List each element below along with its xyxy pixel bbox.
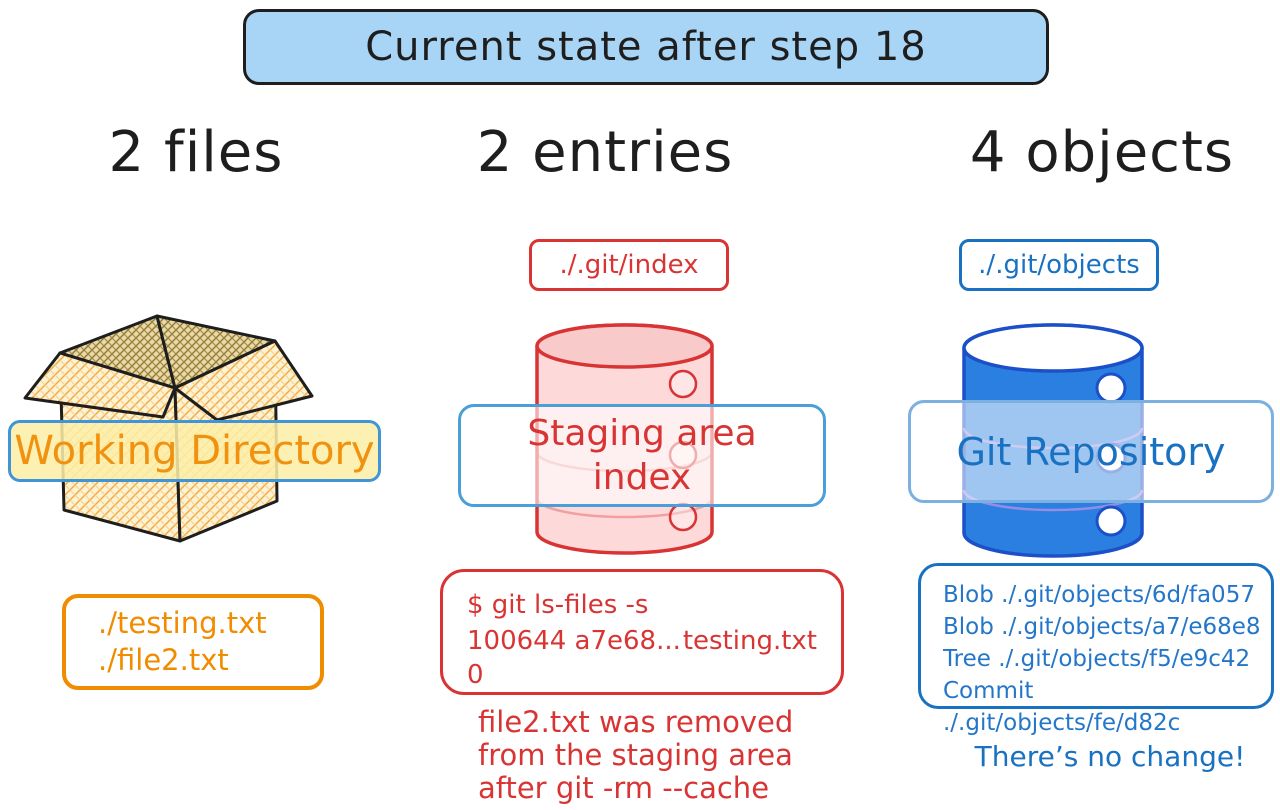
working-directory-count-heading: 2 files: [108, 119, 284, 185]
note-line: after git -rm --cache: [478, 771, 770, 805]
object-list-item: Tree ./.git/objects/f5/e9c42: [943, 646, 1251, 672]
staging-area-banner: Staging area index: [458, 404, 826, 507]
terminal-output-line: 100644 a7e68... 0 testing.txt: [467, 624, 817, 692]
staging-banner-line2: index: [592, 456, 692, 498]
git-repository-banner: Git Repository: [908, 400, 1274, 503]
git-objects-list-box: Blob ./.git/objects/6d/fa057 Blob ./.git…: [918, 563, 1274, 736]
object-list-item: Blob ./.git/objects/a7/e68e8: [943, 614, 1261, 640]
object-list-item: Commit ./.git/objects/fe/d82c: [943, 678, 1181, 736]
git-objects-path-label: ./.git/objects: [959, 239, 1159, 291]
working-directory-banner-text: Working Directory: [14, 428, 375, 474]
terminal-command-line: $ git ls-files -s: [467, 590, 649, 620]
repository-count-heading: 4 objects: [969, 119, 1235, 185]
staging-banner-line1: Staging area: [527, 412, 757, 454]
title-text: Current state after step 18: [365, 24, 927, 70]
working-directory-files-box: ./testing.txt ./file2.txt: [62, 594, 324, 690]
terminal-output-filename: testing.txt: [682, 626, 817, 656]
note-line: file2.txt was removed: [478, 705, 794, 739]
object-list-item: Blob ./.git/objects/6d/fa057: [943, 582, 1255, 608]
staging-removal-note: file2.txt was removed from the staging a…: [478, 706, 858, 805]
ls-files-terminal-box: $ git ls-files -s 100644 a7e68... 0 test…: [440, 569, 844, 695]
note-line: from the staging area: [478, 738, 793, 772]
repository-no-change-note: There’s no change!: [974, 740, 1246, 773]
file-list-item: ./file2.txt: [98, 643, 229, 677]
staging-area-count-heading: 2 entries: [476, 119, 734, 185]
terminal-output-entry: 100644 a7e68... 0: [467, 626, 681, 690]
title-banner: Current state after step 18: [243, 9, 1049, 85]
working-directory-banner: Working Directory: [8, 420, 381, 482]
git-index-path-label: ./.git/index: [529, 239, 729, 291]
file-list-item: ./testing.txt: [98, 606, 267, 640]
git-repository-banner-text: Git Repository: [956, 429, 1226, 474]
